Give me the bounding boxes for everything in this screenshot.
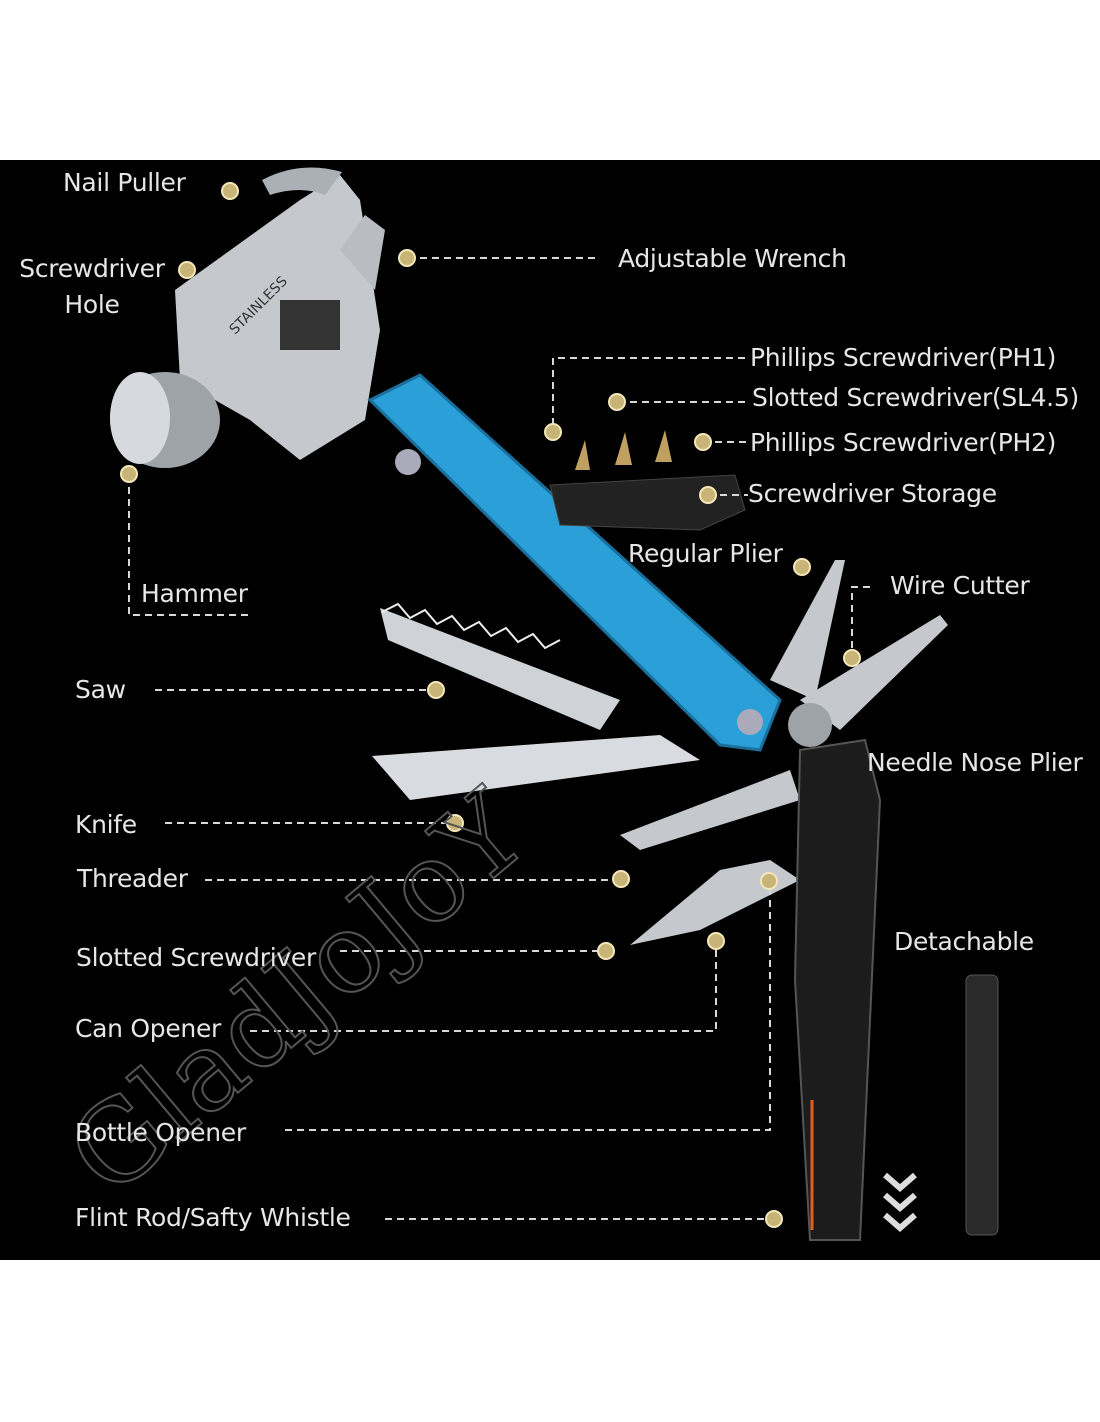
chevron-down-icon bbox=[883, 1172, 917, 1232]
black-handle bbox=[793, 738, 882, 1241]
label-slotted-screwdriver: Slotted Screwdriver bbox=[76, 943, 316, 972]
label-knife: Knife bbox=[75, 810, 137, 839]
blue-handle bbox=[367, 373, 782, 752]
leader-lines bbox=[128, 257, 872, 1220]
label-phillips-ph2: Phillips Screwdriver(PH2) bbox=[750, 428, 1057, 457]
label-detachable: Detachable bbox=[894, 927, 1034, 956]
label-wire-cutter: Wire Cutter bbox=[890, 571, 1030, 600]
label-adjustable-wrench: Adjustable Wrench bbox=[618, 244, 847, 273]
hammer-head: STAINLESS bbox=[110, 167, 385, 468]
label-screwdriver-hole-line1: Screwdriver bbox=[19, 254, 165, 283]
pliers bbox=[770, 560, 948, 747]
label-phillips-ph1: Phillips Screwdriver(PH1) bbox=[750, 343, 1057, 372]
callout-dots bbox=[120, 182, 861, 1228]
label-slotted-sl45: Slotted Screwdriver(SL4.5) bbox=[752, 383, 1079, 412]
threader-tool bbox=[620, 770, 800, 850]
openers bbox=[630, 860, 800, 945]
flint-rod bbox=[965, 974, 999, 1236]
label-hammer: Hammer bbox=[141, 579, 248, 608]
label-bottle-opener: Bottle Opener bbox=[75, 1118, 246, 1147]
label-screwdriver-storage: Screwdriver Storage bbox=[748, 479, 997, 508]
label-saw: Saw bbox=[75, 675, 126, 704]
bit-storage bbox=[549, 430, 746, 531]
label-screwdriver-hole: Screwdriver Hole bbox=[12, 251, 172, 323]
label-needle-nose-plier: Needle Nose Plier bbox=[867, 748, 1083, 777]
saw-blade bbox=[380, 602, 620, 730]
label-flint-rod: Flint Rod/Safty Whistle bbox=[75, 1203, 351, 1232]
label-can-opener: Can Opener bbox=[75, 1014, 221, 1043]
knife-blade bbox=[372, 735, 700, 800]
label-threader: Threader bbox=[77, 864, 188, 893]
label-regular-plier: Regular Plier bbox=[628, 539, 783, 568]
label-screwdriver-hole-line2: Hole bbox=[64, 290, 120, 319]
label-nail-puller: Nail Puller bbox=[63, 168, 186, 197]
